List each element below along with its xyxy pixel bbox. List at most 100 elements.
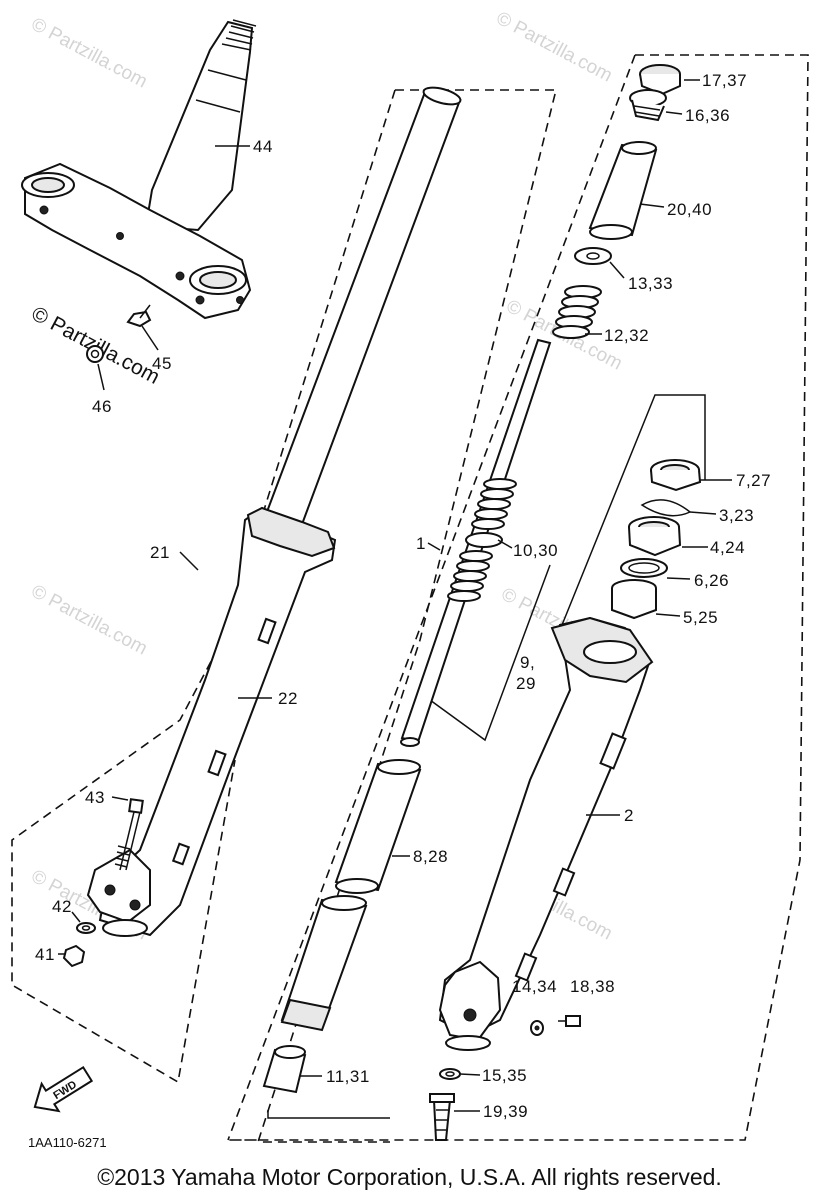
leader-6 bbox=[666, 577, 691, 580]
nut-41 bbox=[58, 944, 86, 968]
right-tube-mouth bbox=[583, 640, 637, 664]
bracket-bolt-hole bbox=[175, 271, 185, 281]
label-20-40: 20,40 bbox=[667, 200, 712, 219]
retaining-clip bbox=[640, 499, 717, 517]
label-4-24: 4,24 bbox=[710, 538, 745, 557]
bracket-bolt-hole bbox=[39, 205, 49, 215]
part-labels: 44 17,37 16,36 20,40 13,33 12,32 7,27 3,… bbox=[28, 71, 771, 1150]
lower-tube bbox=[280, 895, 368, 1032]
dust-seal bbox=[650, 459, 732, 492]
right-tube-lug bbox=[552, 867, 576, 897]
steering-stem-assembly bbox=[21, 19, 257, 320]
bracket-bolt-hole bbox=[236, 296, 244, 304]
label-11-31: 11,31 bbox=[326, 1067, 370, 1086]
leader-5 bbox=[655, 613, 681, 617]
spring-seat bbox=[574, 247, 625, 279]
cap-bolt bbox=[629, 89, 683, 122]
outer-tube-lug bbox=[207, 749, 227, 777]
label-14-34: 14,34 bbox=[512, 977, 557, 996]
label-10-30: 10,30 bbox=[513, 541, 558, 560]
nut-46 bbox=[86, 345, 105, 391]
slide-bushing bbox=[611, 579, 681, 620]
left-inner-tube bbox=[260, 90, 462, 537]
leader-10 bbox=[497, 539, 513, 549]
copyright-notice: ©2013 Yamaha Motor Corporation, U.S.A. A… bbox=[97, 1164, 722, 1190]
drawing-code: 1AA110-6271 bbox=[28, 1135, 107, 1150]
bracket-hole-right bbox=[199, 271, 237, 289]
stem-groove bbox=[207, 69, 247, 81]
washer-14 bbox=[530, 1020, 544, 1036]
leader-20 bbox=[639, 203, 665, 208]
leader-46 bbox=[97, 363, 105, 391]
label-45: 45 bbox=[152, 354, 172, 373]
label-16-36: 16,36 bbox=[685, 106, 730, 125]
left-group-outline bbox=[11, 634, 236, 1084]
label-9: 9, bbox=[520, 653, 535, 672]
watermark: © Partzilla.com bbox=[493, 8, 616, 87]
right-axle-bottom bbox=[445, 1035, 491, 1051]
leader-15 bbox=[459, 1073, 481, 1076]
leader-1 bbox=[427, 542, 441, 551]
label-18-38: 18,38 bbox=[570, 977, 615, 996]
bracket-bolt-hole bbox=[116, 232, 124, 240]
watermark: © Partzilla.com bbox=[28, 14, 151, 93]
label-12-32: 12,32 bbox=[604, 326, 649, 345]
label-1: 1 bbox=[416, 534, 426, 553]
label-29: 29 bbox=[516, 674, 536, 693]
label-3-23: 3,23 bbox=[719, 506, 754, 525]
axle-end-hole bbox=[463, 1008, 477, 1022]
inner-tube-top bbox=[422, 86, 462, 106]
stem-groove bbox=[195, 99, 241, 113]
leader-45 bbox=[141, 325, 159, 351]
leader-16 bbox=[665, 111, 683, 115]
damper-rod-end bbox=[400, 737, 420, 747]
outer-tube-lug bbox=[257, 617, 277, 645]
right-group-edge bbox=[227, 54, 636, 1141]
label-43: 43 bbox=[85, 788, 105, 807]
bolt-18 bbox=[558, 1015, 581, 1027]
steering-stem bbox=[144, 20, 254, 232]
left-fork bbox=[86, 86, 462, 937]
label-2: 2 bbox=[624, 806, 634, 825]
oil-lock-piece bbox=[262, 1045, 322, 1094]
spacer-bracket bbox=[429, 564, 551, 742]
bottom-bracket bbox=[267, 1110, 390, 1119]
outer-tube-top-lug bbox=[246, 506, 336, 558]
right-outer-tube bbox=[438, 616, 654, 1051]
piston-ring bbox=[465, 532, 503, 548]
bracket-bolt-hole bbox=[195, 295, 205, 305]
seal-washer bbox=[620, 558, 691, 580]
label-21: 21 bbox=[150, 543, 170, 562]
group-outlines bbox=[11, 54, 809, 1143]
label-44: 44 bbox=[253, 137, 273, 156]
axle-bolt bbox=[129, 899, 141, 911]
washer-15 bbox=[439, 1068, 481, 1080]
label-7-27: 7,27 bbox=[736, 471, 771, 490]
axle-bolt bbox=[104, 884, 116, 896]
label-5-25: 5,25 bbox=[683, 608, 718, 627]
middle-group-edge bbox=[224, 89, 396, 636]
label-22: 22 bbox=[278, 689, 298, 708]
damper-rod-assembly bbox=[400, 338, 552, 747]
stem-thread bbox=[221, 19, 257, 51]
label-8-28: 8,28 bbox=[413, 847, 448, 866]
fwd-arrow: FWD bbox=[33, 1065, 94, 1113]
bolt-19 bbox=[429, 1093, 480, 1141]
washer-42 bbox=[71, 911, 96, 934]
rebound-spring bbox=[471, 478, 517, 530]
right-inner-bracket bbox=[561, 394, 706, 626]
label-19-39: 19,39 bbox=[483, 1102, 528, 1121]
watermark: © Partzilla.com bbox=[28, 581, 151, 660]
right-group-outline bbox=[228, 54, 809, 1141]
label-46: 46 bbox=[92, 397, 112, 416]
label-42: 42 bbox=[52, 897, 72, 916]
right-tube-lug bbox=[514, 952, 538, 982]
fork-spring bbox=[552, 285, 602, 339]
bolt-43 bbox=[111, 796, 144, 871]
leader-13 bbox=[609, 261, 625, 279]
leader-3 bbox=[689, 511, 717, 515]
label-13-33: 13,33 bbox=[628, 274, 673, 293]
fork-spacer bbox=[588, 141, 665, 240]
leader-43 bbox=[111, 796, 129, 801]
